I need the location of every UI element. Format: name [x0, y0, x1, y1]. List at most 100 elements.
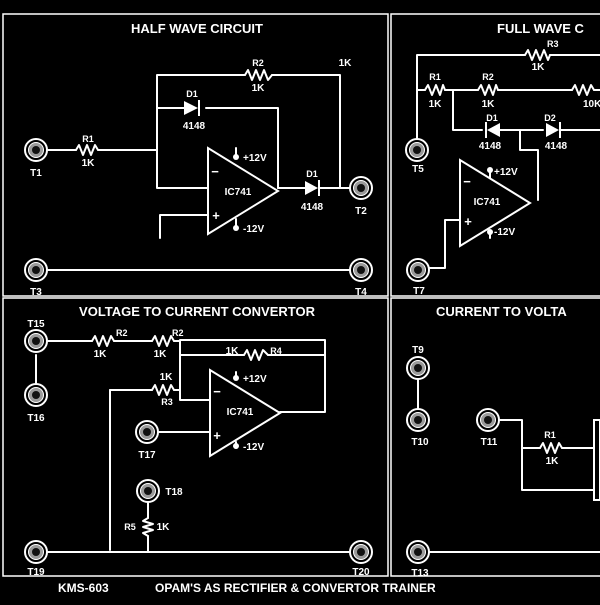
value-r2a-vi: 1K	[94, 349, 108, 360]
v-to-i-title: VOLTAGE TO CURRENT CONVERTOR	[79, 304, 316, 319]
vneg-full: -12V	[494, 227, 515, 238]
terminal-label-t3: T3	[30, 287, 42, 298]
plus-sign-full: +	[464, 214, 472, 229]
label-d1-top: D1	[186, 89, 198, 99]
terminal-label-t1: T1	[30, 168, 42, 179]
resistor-r2a-vi	[91, 335, 115, 347]
value-d1-top: 4148	[183, 121, 206, 132]
label-r2-half: R2	[252, 58, 264, 68]
label-r2-full: R2	[482, 72, 494, 82]
resistor-r2-full	[477, 84, 499, 96]
terminal-label-t19: T19	[27, 567, 45, 578]
terminal-jack-t11[interactable]	[476, 408, 500, 432]
value-d1-out: 4148	[301, 202, 324, 213]
value-r2-full: 1K	[482, 99, 496, 110]
terminal-label-t20: T20	[352, 567, 370, 578]
terminal-jack-t10[interactable]	[406, 408, 430, 432]
terminal-jack-t9[interactable]	[406, 356, 430, 380]
value-d2-full: 4148	[545, 141, 568, 152]
terminal-label-t15: T15	[27, 319, 45, 330]
resistor-r4-full	[571, 84, 595, 96]
terminal-jack-t16[interactable]	[24, 383, 48, 407]
label-r1-half: R1	[82, 134, 94, 144]
label-r2a-vi: R2	[116, 328, 128, 338]
terminal-label-t5: T5	[412, 164, 424, 175]
terminal-jack-t5[interactable]	[405, 138, 429, 162]
terminal-jack-t18[interactable]	[136, 479, 160, 503]
section-borders	[2, 13, 600, 577]
label-r1-full: R1	[429, 72, 441, 82]
resistor-r1-full	[424, 84, 446, 96]
resistor-r4-vi	[243, 349, 269, 361]
plus-sign-vi: +	[213, 428, 221, 443]
terminal-label-t2: T2	[355, 206, 367, 217]
minus-sign-full: −	[463, 174, 471, 189]
label-r1-iv: R1	[544, 430, 556, 440]
terminal-label-t10: T10	[411, 437, 429, 448]
vpos-half: +12V	[243, 153, 267, 164]
label-d1-out: D1	[306, 169, 318, 179]
resistor-r1-iv	[539, 442, 563, 454]
terminal-label-t17: T17	[138, 450, 156, 461]
value-r2b-vi: 1K	[154, 349, 168, 360]
value-r5-vi: 1K	[157, 522, 171, 533]
terminal-label-t13: T13	[411, 568, 429, 579]
value-r1-half: 1K	[82, 158, 96, 169]
label-r4-vi: R4	[270, 346, 282, 356]
resistor-r5-vi	[142, 517, 154, 537]
terminal-jack-t17[interactable]	[135, 420, 159, 444]
value-r1-full: 1K	[429, 99, 443, 110]
terminal-jack-t3[interactable]	[24, 258, 48, 282]
ic-label-full: IC741	[474, 197, 501, 208]
label-r5-vi: R5	[124, 522, 136, 532]
minus-sign-vi: −	[213, 384, 221, 399]
vneg-half: -12V	[243, 224, 264, 235]
voltage-to-current-section: VOLTAGE TO CURRENT CONVERTOR R2 1K R2 1K…	[24, 304, 373, 578]
terminal-label-t4: T4	[355, 287, 367, 298]
terminal-jack-t1[interactable]	[24, 138, 48, 162]
terminal-jack-t13[interactable]	[406, 540, 430, 564]
terminal-jack-t19[interactable]	[24, 540, 48, 564]
ic-label-half: IC741	[225, 187, 252, 198]
vpos-vi: +12V	[243, 374, 267, 385]
diode-d2-full	[546, 122, 561, 138]
diode-d1-top	[184, 100, 200, 116]
label-r3-full: R3	[547, 39, 559, 49]
model-number: KMS-603	[58, 581, 109, 595]
vpos-full: +12V	[494, 167, 518, 178]
terminal-jack-t20[interactable]	[349, 540, 373, 564]
value-d1-full: 4148	[479, 141, 502, 152]
value-r2-half: 1K	[252, 83, 266, 94]
value-r4-vi: 1K	[226, 346, 240, 357]
label-d1-full: D1	[486, 113, 498, 123]
terminal-jack-t7[interactable]	[406, 258, 430, 282]
terminal-jack-t4[interactable]	[349, 258, 373, 282]
full-wave-title: FULL WAVE C	[497, 21, 585, 36]
plus-sign-half: +	[212, 208, 220, 223]
trainer-title: OPAM'S AS RECTIFIER & CONVERTOR TRAINER	[155, 581, 436, 595]
diode-d1-full	[485, 122, 500, 138]
resistor-r1-half	[75, 144, 99, 156]
value-r3-full: 1K	[532, 62, 546, 73]
terminal-label-t16: T16	[27, 413, 45, 424]
resistor-r2-half	[244, 69, 273, 81]
terminal-jack-t2[interactable]	[349, 176, 373, 200]
half-wave-section: HALF WAVE CIRCUIT R1 1K R2 1K 1K D1	[24, 21, 373, 298]
terminal-label-t9: T9	[412, 345, 424, 356]
value-extra-half: 1K	[339, 58, 353, 69]
half-wave-title: HALF WAVE CIRCUIT	[131, 21, 263, 36]
minus-sign-half: −	[211, 164, 219, 179]
terminal-label-t7: T7	[413, 286, 425, 297]
terminal-jack-t15[interactable]	[24, 329, 48, 353]
value-r4-full: 10K	[583, 99, 600, 110]
terminal-label-t18: T18	[165, 487, 183, 498]
resistor-r3-vi	[151, 384, 175, 396]
label-r3-vi: R3	[161, 397, 173, 407]
terminal-label-t11: T11	[481, 437, 498, 448]
full-wave-section: FULL WAVE C R1 1K R2 1K R3 1K 10K D1 414…	[405, 21, 600, 297]
footer: KMS-603 OPAM'S AS RECTIFIER & CONVERTOR …	[58, 581, 436, 595]
label-r2b-vi: R2	[172, 328, 184, 338]
diode-d1-output	[305, 180, 320, 196]
